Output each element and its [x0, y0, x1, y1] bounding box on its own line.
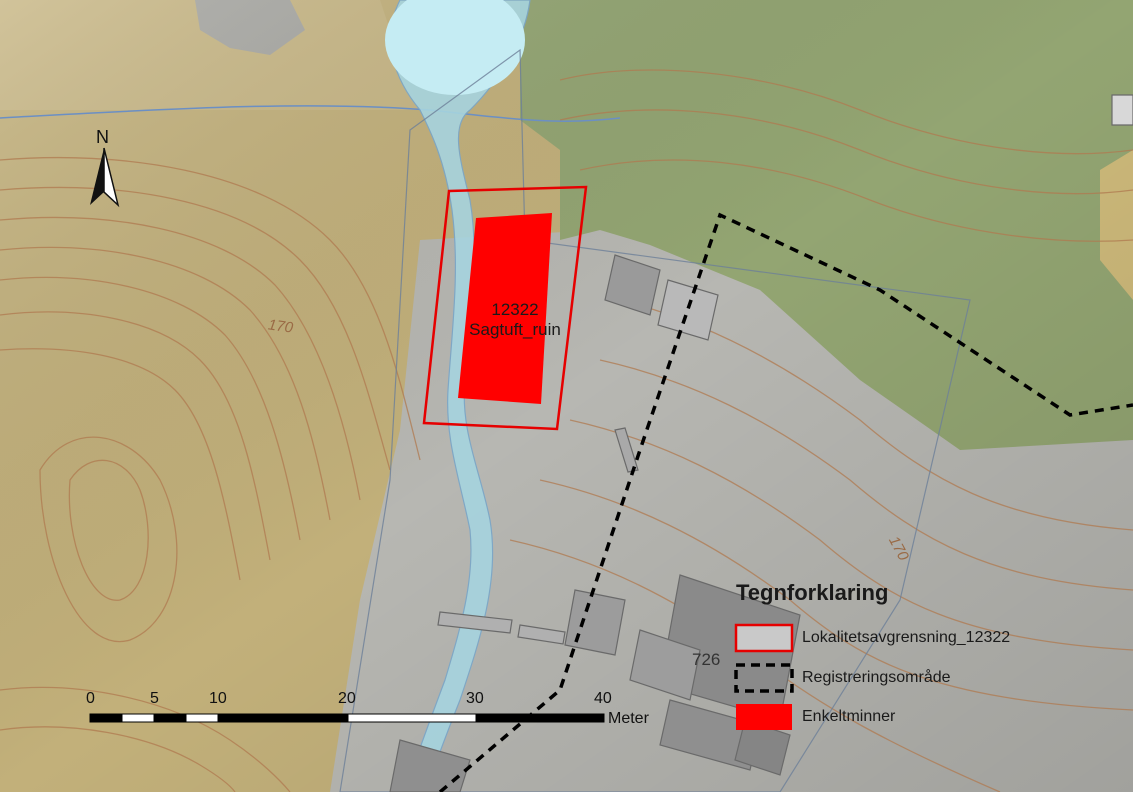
legend-symbol-registration — [734, 663, 794, 693]
scale-tick-40: 40 — [594, 690, 612, 707]
building-label: 726 — [692, 650, 721, 669]
scale-tick-5: 5 — [150, 690, 159, 707]
scale-tick-0: 0 — [86, 690, 95, 707]
site-label-name: Sagtuft_ruin — [469, 320, 561, 339]
legend-label-site-boundary: Lokalitetsavgrensning_12322 — [802, 629, 1011, 646]
site-label: 12322 Sagtuft_ruin — [440, 300, 590, 340]
north-arrow-icon — [90, 147, 120, 208]
contour-label-west: 170 — [266, 316, 295, 337]
registration-area-line[interactable] — [438, 212, 1133, 792]
monument-polygon[interactable] — [458, 213, 552, 404]
legend-label-monument: Enkeltminner — [802, 708, 896, 725]
scale-bar-graphic — [89, 713, 605, 723]
parcel-outline — [339, 48, 971, 792]
north-label: N — [96, 127, 109, 147]
scale-tick-10: 10 — [209, 690, 227, 707]
site-label-id: 12322 — [491, 300, 539, 319]
site-boundary[interactable] — [422, 185, 588, 431]
buildings — [389, 94, 1133, 792]
scale-tick-20: 20 — [338, 690, 356, 707]
contour-lines — [0, 69, 1133, 792]
legend-title: Tegnforklaring — [736, 580, 889, 605]
legend-symbol-site-boundary — [734, 623, 794, 653]
boundary-line-blue — [0, 105, 621, 122]
legend-symbol-monument — [736, 704, 792, 730]
legend-label-registration: Registreringsområde — [802, 669, 951, 686]
scale-tick-30: 30 — [466, 690, 484, 707]
scale-unit: Meter — [608, 710, 649, 727]
